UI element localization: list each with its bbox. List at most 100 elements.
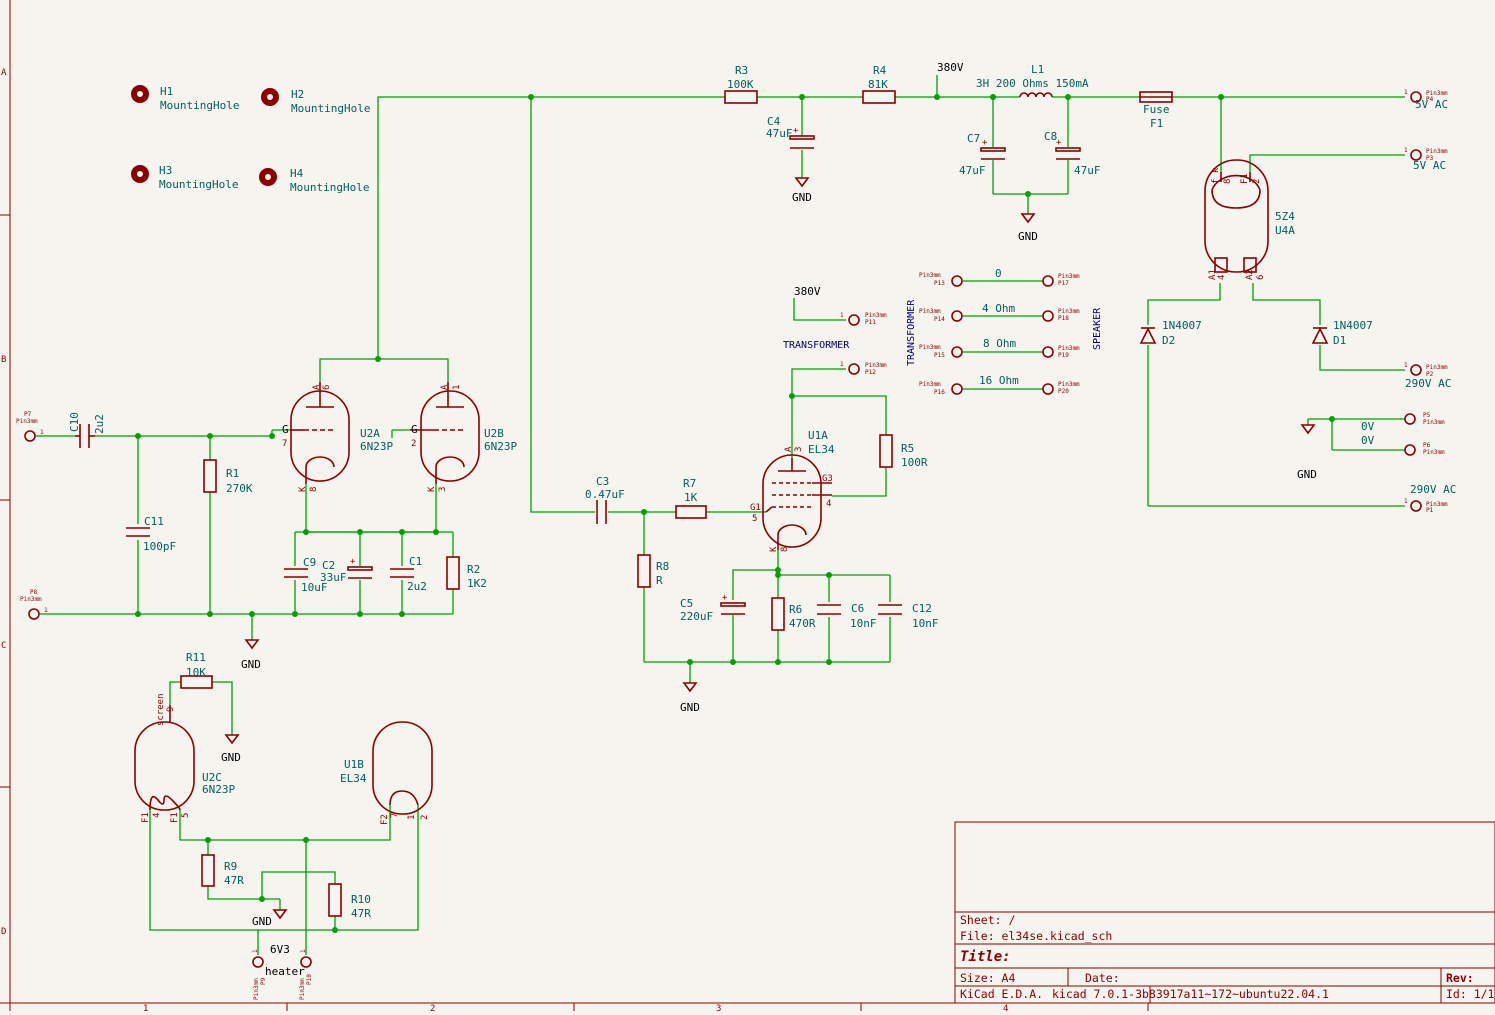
u2b-pin-k: K	[427, 486, 437, 492]
d1-ref: D1	[1333, 334, 1346, 347]
tb-date: Date:	[1085, 971, 1120, 985]
p18-ref: P18	[1058, 315, 1069, 322]
mounting-holes: H1 MountingHole H2 MountingHole H3 Mount…	[131, 85, 370, 194]
inductor-l1: L1 3H 200 Ohms 150mA	[976, 63, 1089, 98]
net-380v-top: 380V	[937, 61, 964, 74]
u2b-ref: U2B	[484, 427, 504, 440]
ground-symbols: GND GND GND GND GND GND GND	[221, 177, 1317, 928]
c12-value: 10nF	[912, 617, 939, 630]
u4a-pin-fk: f k	[1211, 167, 1221, 184]
p15-fp: Pin3mm	[919, 344, 941, 351]
p17-ref: P17	[1058, 280, 1069, 287]
p9-ref: P9	[260, 977, 267, 985]
r5-ref: R5	[901, 442, 914, 455]
p9-fp: Pin3mm	[253, 978, 260, 1000]
c3-value: 0.47uF	[585, 488, 625, 501]
tb-sheet: Sheet: /	[960, 913, 1015, 927]
tube-u1b: F2 7 1 2 U1B EL34	[340, 721, 433, 825]
tube-u2a: G 7 A 6 K 8 U2A 6N23P	[282, 382, 393, 492]
p16-ref: P16	[934, 389, 945, 396]
u2a-value: 6N23P	[360, 440, 393, 453]
p7-fp: Pin3mm	[16, 418, 38, 425]
net-5vac-2: 5V AC	[1413, 159, 1446, 172]
p2-fp: Pin3mm	[1426, 364, 1448, 371]
capacitor-c3: C3 0.47uF	[585, 475, 625, 524]
p11-pin: 1	[840, 312, 844, 319]
p7-pin: 1	[40, 429, 44, 436]
p11-ref: P11	[865, 319, 876, 326]
r4-ref: R4	[873, 64, 887, 77]
c3-ref: C3	[596, 475, 609, 488]
p10-fp: Pin3mm	[299, 978, 306, 1000]
h3-value: MountingHole	[159, 178, 238, 191]
r3-value: 100K	[727, 78, 754, 91]
net-290vac-2: 290V AC	[1410, 483, 1456, 496]
p12-pin: 1	[840, 361, 844, 368]
u1a-value: EL34	[808, 443, 835, 456]
r3-ref: R3	[735, 64, 748, 77]
u2c-pin-f1a: F1	[141, 812, 151, 823]
p16-fp: Pin3mm	[919, 381, 941, 388]
u2b-pin-1: 1	[452, 385, 462, 390]
col-label-1: 1	[143, 1004, 148, 1011]
r9-value: 47R	[224, 874, 244, 887]
svg-text:+: +	[722, 593, 728, 603]
net-0v-2: 0V	[1361, 434, 1375, 447]
tube-u4a: f k 8 F1 2 A1 4 A2 6 5Z4 U4A	[1204, 159, 1295, 280]
tube-u2b: G 2 A 1 K 3 U2B 6N23P	[410, 382, 517, 492]
u2c-pin-9: 9	[166, 707, 176, 712]
u4a-pin-2: 2	[1252, 179, 1262, 184]
u1a-pin-g1: G1	[750, 503, 761, 513]
u1b-pin-1: 1	[407, 815, 417, 820]
u4a-value: 5Z4	[1275, 210, 1295, 223]
u2c-pin-4: 4	[152, 813, 162, 818]
svg-text:+: +	[1056, 138, 1062, 148]
p12-ref: P12	[865, 369, 876, 376]
net-labels: 380V 380V TRANSFORMER TRANSFORMER SPEAKE…	[265, 61, 1103, 978]
u2c-pin-5: 5	[181, 813, 191, 818]
resistor-r7: R7 1K	[675, 477, 707, 519]
net-5vac-1: 5V AC	[1415, 98, 1448, 111]
resistor-r6: R6 470R	[771, 597, 816, 631]
p3-ref: P3	[1426, 155, 1434, 162]
p19-ref: P19	[1058, 352, 1069, 359]
col-label-3: 3	[716, 1004, 721, 1011]
net-0v-1: 0V	[1361, 420, 1375, 433]
u4a-pin-4: 4	[1217, 275, 1227, 280]
u2a-pin-k: K	[298, 486, 308, 492]
gnd-label-output: GND	[680, 701, 700, 714]
p9-pin: 1	[252, 949, 259, 953]
u4a-pin-a1: A1	[1208, 269, 1218, 280]
l1-value: 3H 200 Ohms 150mA	[976, 77, 1089, 90]
p6-ref: P6	[1423, 442, 1431, 449]
net-speaker-vertical: SPEAKER	[1092, 307, 1103, 350]
wires	[36, 75, 1405, 955]
capacitor-c4: + C4 47uF	[766, 115, 815, 149]
c11-value: 100pF	[143, 540, 176, 553]
p20-ref: P20	[1058, 388, 1069, 395]
resistor-r11: R11 10K	[180, 651, 213, 689]
row-label-b: B	[1, 355, 6, 365]
u4a-pin-a2: A2	[1245, 269, 1255, 280]
r2-ref: R2	[467, 563, 480, 576]
p13-ref: P13	[934, 280, 945, 287]
row-label-d: D	[1, 927, 6, 937]
resistor-r5: R5 100R	[879, 434, 928, 469]
net-heater: heater	[265, 965, 305, 978]
tb-size: Size: A4	[960, 971, 1015, 985]
tap-16-ohm: 16 Ohm	[979, 374, 1019, 387]
capacitor-c11: C11 100pF	[126, 515, 176, 553]
u4a-pin-6: 6	[1256, 275, 1266, 280]
u1b-ref: U1B	[344, 758, 364, 771]
u1b-pin-f2: F2	[380, 814, 390, 825]
u1a-pin-3: 3	[794, 447, 804, 452]
gnd-label-c4: GND	[792, 191, 812, 204]
r2-value: 1K2	[467, 577, 487, 590]
p8-ref: P8	[30, 589, 38, 596]
p6-fp: Pin3mm	[1423, 449, 1445, 456]
u2a-pin-g: G	[282, 423, 289, 436]
net-6v3: 6V3	[270, 943, 290, 956]
c1-value: 2u2	[407, 580, 427, 593]
c12-ref: C12	[912, 602, 932, 615]
c9-value: 10uF	[301, 581, 328, 594]
